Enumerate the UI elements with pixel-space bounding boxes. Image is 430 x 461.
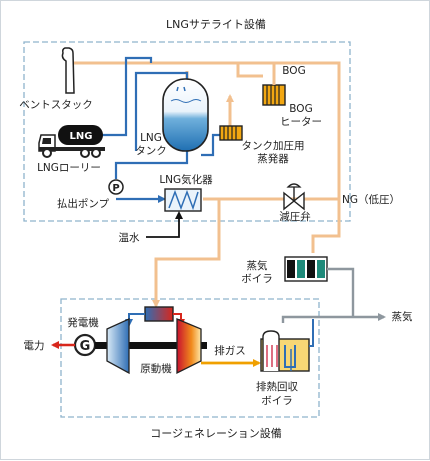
ng-low-pressure-label: NG（低圧） [342,193,400,206]
vent-stack [61,47,75,94]
hot-water-line [146,211,183,238]
pressure-reducing-valve-icon [283,183,305,211]
bog-label: BOG [282,65,305,77]
lng-satellite-group-border [23,41,351,222]
steam-boiler [284,256,328,282]
feedwater-line [309,319,314,347]
lng-satellite-title: LNGサテライト設備 [166,17,266,31]
lng-vaporizer-label: LNG気化器 [159,173,213,186]
lng-tank-label-1: LNG [140,132,162,144]
prime-mover [95,317,207,375]
steam-boiler-label-2: ボイラ [241,273,273,285]
exhaust-gas-label: 排ガス [214,344,246,357]
hot-water-label: 温水 [119,232,140,244]
pressurizer-feed-line [201,133,220,157]
discharge-pump-label: 払出ポンプ [57,197,110,210]
discharge-pump-icon [108,179,124,195]
cogeneration-group-border [60,298,320,418]
combustor [144,306,174,322]
tank-pressurizing-vaporizer [219,125,243,141]
air-to-combustor-line [125,313,145,327]
vent-header-pipe [71,61,341,253]
pump-symbol: P [112,183,119,194]
boiler-steam-pipe [327,267,355,317]
waste-heat-recovery-boiler [260,330,310,372]
steam-piping [281,267,386,323]
tank-pressurizer-label-2: 蒸発器 [257,152,289,165]
bog-heater-label-2: ヒーター [280,116,322,128]
vent-stack-label: ベントスタック [19,99,93,111]
steam-boiler-label-1: 蒸気 [247,259,268,272]
lorry-liquid-line [134,71,189,151]
lng-lorry-label: LNGローリー [37,162,101,174]
pressure-reducing-valve-label: 減圧弁 [279,210,311,223]
waste-heat-boiler-label-1: 排熱回収 [256,380,298,393]
steam-label: 蒸気 [392,310,413,323]
tank-discharge-line [114,151,189,179]
bog-branch-pipe [236,63,263,78]
cogeneration-title: コージェネレーション設備 [150,426,282,440]
bog-heater [262,84,286,106]
lorry-tank-text: LNG [70,131,93,142]
generator-symbol: G [80,339,91,354]
gas-to-cogen-pipe [152,199,221,308]
lorry-fill-line [101,56,153,137]
tank-pressurizer-label-1: タンク加圧用 [242,140,305,152]
lng-piping [101,56,220,203]
lng-vaporizer [164,188,202,212]
lng-lorry: LNG [38,125,105,158]
bog-heater-label-1: BOG [289,103,312,115]
waste-heat-boiler-label-2: ボイラ [261,395,293,407]
electricity-label: 電力 [24,339,45,352]
generator-label: 発電機 [67,316,99,329]
lng-tank-label-2: タンク [135,145,167,157]
prime-mover-label: 原動機 [140,362,172,375]
lng-tank [162,78,209,152]
steam-header-pipe [281,313,386,323]
